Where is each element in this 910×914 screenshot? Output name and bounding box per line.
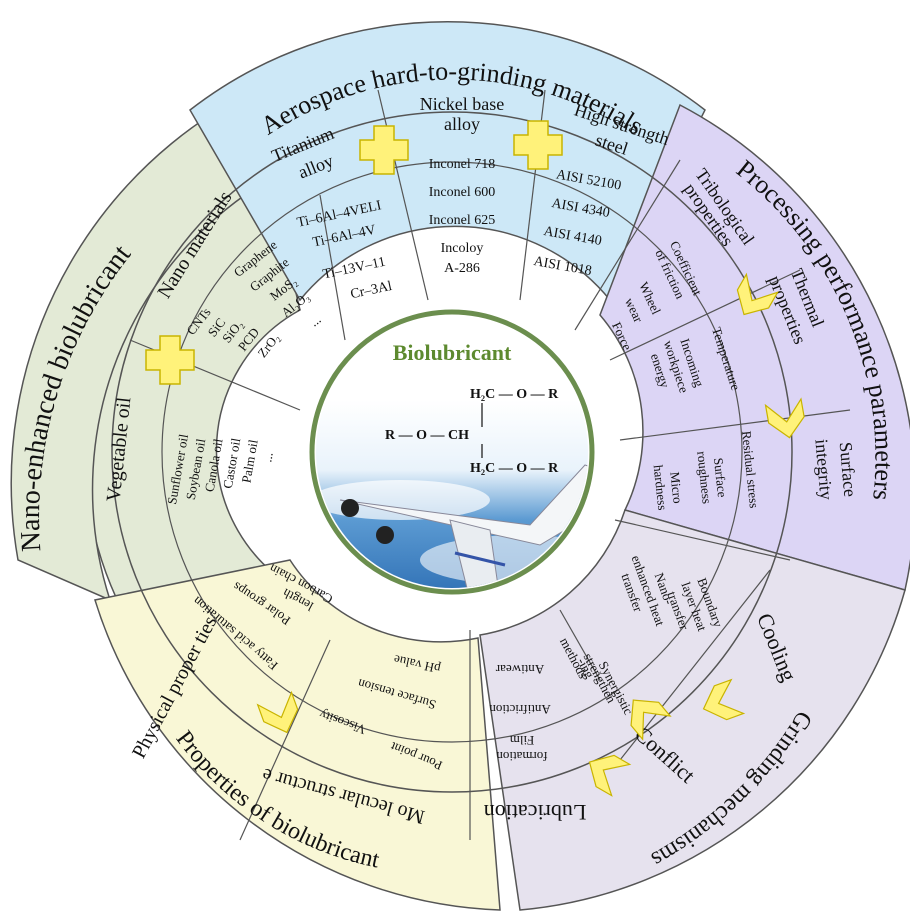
processing-sector bbox=[599, 103, 910, 591]
nickel-item: Inconel 718 bbox=[429, 157, 495, 172]
lubrication-item: Film bbox=[510, 733, 535, 748]
lubrication-item: Antiwear bbox=[495, 662, 544, 677]
nickel-item: Inconel 625 bbox=[429, 213, 495, 228]
chevron-icon bbox=[630, 699, 672, 741]
surface-item: Surface bbox=[711, 457, 730, 498]
surface-header-line1: Surface bbox=[836, 441, 861, 498]
vegetable-item: ... bbox=[259, 451, 275, 463]
chevron-icon bbox=[256, 690, 299, 734]
lubrication-item: Antifriction bbox=[489, 702, 551, 717]
surface-item: hardness bbox=[651, 464, 671, 511]
formula-top: H₂C — O — R bbox=[470, 387, 559, 402]
properties-sector bbox=[94, 559, 501, 911]
lubrication-item: formation bbox=[496, 749, 548, 764]
formula-bottom: H₂C — O — R bbox=[470, 461, 559, 476]
lubrication-header: Lubrication bbox=[484, 800, 587, 825]
grinding-sector bbox=[479, 509, 906, 911]
plus-icon bbox=[359, 125, 409, 175]
chevron-icon bbox=[702, 678, 746, 721]
chevron-icon bbox=[764, 397, 805, 439]
inner-ring bbox=[111, 111, 793, 793]
center-title: Biolubricant bbox=[393, 340, 512, 365]
plus-icon bbox=[145, 335, 195, 385]
nickel-item: Inconel 600 bbox=[429, 185, 495, 200]
airplane-icon bbox=[339, 464, 588, 588]
surface-item: Micro bbox=[667, 471, 685, 504]
chevron-icon bbox=[736, 272, 779, 316]
plus-icon bbox=[513, 120, 563, 170]
nickel-header-line2: alloy bbox=[444, 114, 480, 134]
formula-middle: R — O — CH bbox=[385, 428, 469, 443]
surface-item: roughness bbox=[694, 451, 714, 505]
aerospace-sector bbox=[189, 21, 706, 302]
chemical-formula: H₂C — O — R R — O — CH H₂C — O — R bbox=[385, 387, 559, 476]
nickel-item: A-286 bbox=[444, 261, 480, 276]
chevron-icon bbox=[588, 754, 632, 797]
nickel-header-line1: Nickel base bbox=[420, 94, 504, 114]
nickel-item: Incoloy bbox=[441, 241, 484, 256]
nano-item: ... bbox=[307, 312, 324, 330]
titanium-item: Cr–3Al bbox=[349, 279, 393, 302]
mid-ring bbox=[161, 161, 743, 743]
